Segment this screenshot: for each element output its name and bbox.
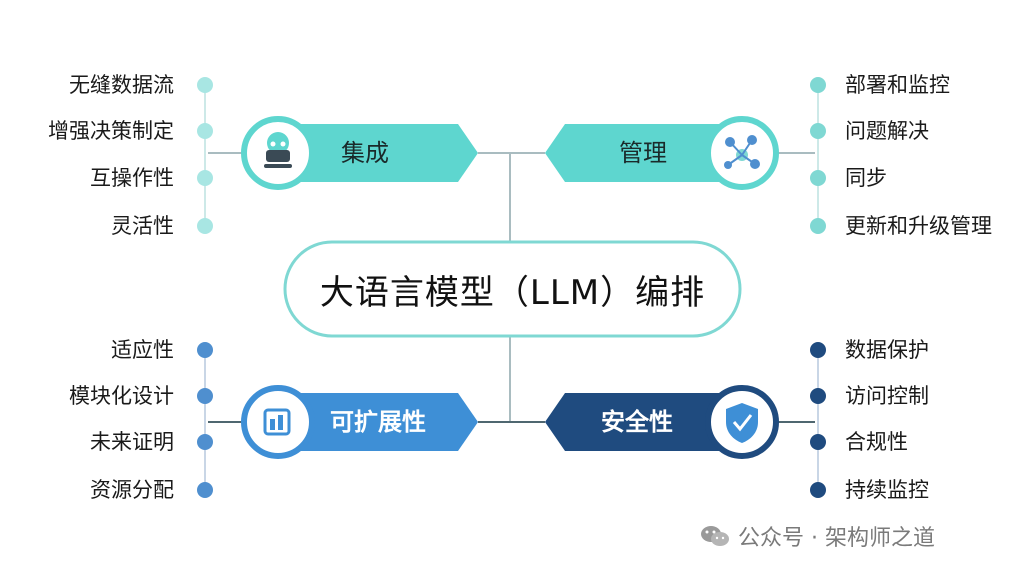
bullet-dot: [197, 342, 213, 358]
dots-scalability: [197, 342, 213, 498]
bullet-dot: [810, 170, 826, 186]
management-item: 同步: [845, 166, 887, 190]
security-item: 数据保护: [845, 338, 929, 362]
security-item: 持续监控: [845, 478, 929, 502]
network-icon: [724, 135, 760, 169]
scalability-box: [278, 393, 478, 451]
bullet-dot: [197, 123, 213, 139]
security-label: 安全性: [601, 408, 673, 436]
integration-item: 互操作性: [90, 166, 174, 190]
security-item: 访问控制: [845, 384, 929, 408]
scalability-item: 模块化设计: [69, 384, 174, 408]
bullet-dot: [810, 342, 826, 358]
center-pill: [283, 240, 742, 338]
bullet-dot: [810, 388, 826, 404]
bullet-dot: [810, 123, 826, 139]
scalability-label: 可扩展性: [330, 408, 426, 436]
bullet-dot: [197, 170, 213, 186]
integration-item: 增强决策制定: [48, 119, 174, 143]
scalability-item: 适应性: [111, 338, 174, 362]
integration-item: 无缝数据流: [69, 73, 174, 97]
bullet-dot: [197, 388, 213, 404]
watermark-text: 公众号 · 架构师之道: [738, 526, 935, 551]
bullet-dot: [810, 218, 826, 234]
integration-item: 灵活性: [111, 214, 174, 238]
security-item: 合规性: [845, 430, 908, 454]
management-label: 管理: [619, 139, 667, 167]
integration-box: [278, 124, 478, 182]
diagram-title: 大语言模型（LLM）编排: [319, 272, 706, 313]
management-item: 问题解决: [845, 119, 929, 143]
bullet-dot: [810, 434, 826, 450]
integration-label: 集成: [341, 139, 389, 167]
server-icon: [263, 408, 291, 436]
dots-security: [810, 342, 826, 498]
scalability-item: 资源分配: [90, 478, 174, 502]
bullet-dot: [197, 434, 213, 450]
management-item: 更新和升级管理: [845, 214, 992, 238]
bullet-dot: [197, 482, 213, 498]
bullet-dot: [197, 218, 213, 234]
bullet-dot: [197, 77, 213, 93]
scalability-item: 未来证明: [90, 430, 174, 454]
bullet-dot: [810, 482, 826, 498]
wechat-icon: [700, 524, 730, 548]
robot-icon: [264, 132, 292, 168]
management-box: [545, 124, 745, 182]
dots-management: [810, 77, 826, 234]
dots-integration: [197, 77, 213, 234]
connector-lines: [204, 85, 819, 490]
bullet-dot: [810, 77, 826, 93]
watermark: 公众号 · 架构师之道: [700, 520, 935, 552]
shield-icon: [726, 403, 758, 443]
management-item: 部署和监控: [845, 73, 950, 97]
security-box: [545, 393, 745, 451]
